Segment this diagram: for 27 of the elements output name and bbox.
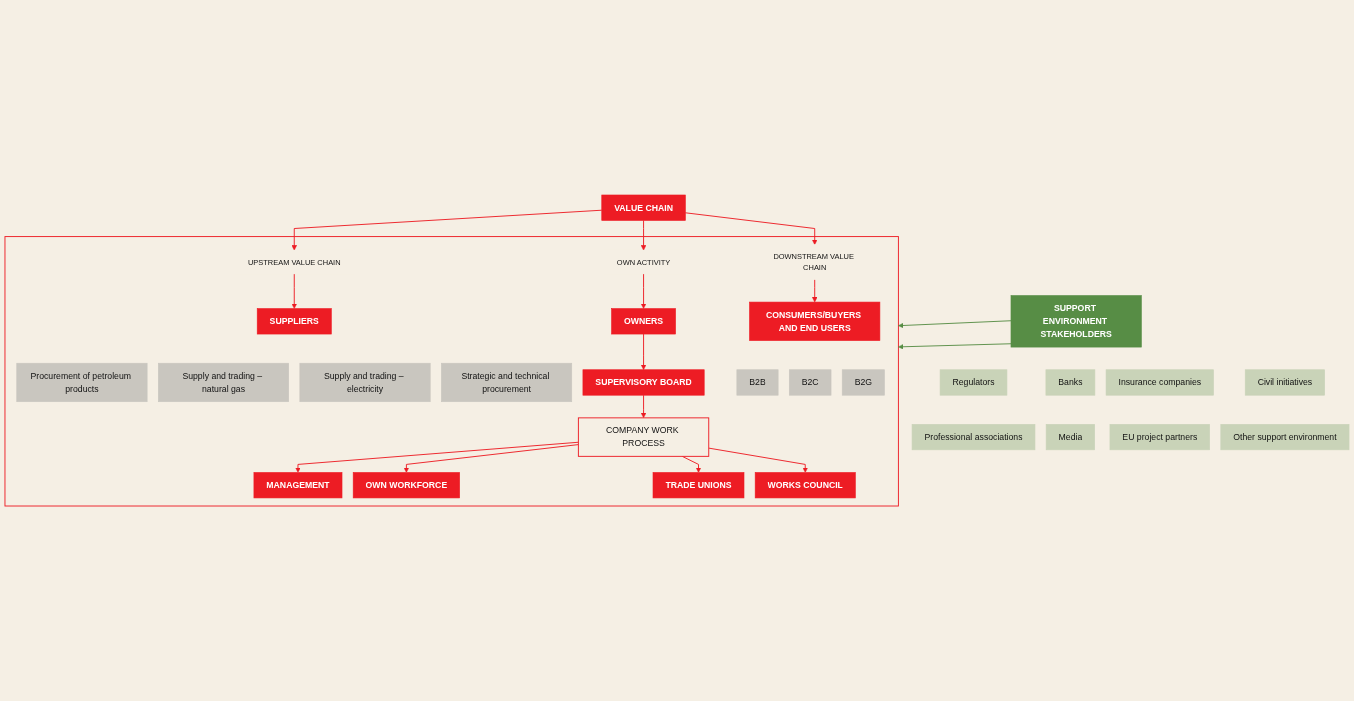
node-box: EU project partners bbox=[1109, 424, 1210, 451]
node-box: Civil initiatives bbox=[1244, 369, 1325, 396]
node-box: Supply and trading – natural gas bbox=[158, 362, 289, 403]
node-box: Procurement of petroleum products bbox=[16, 362, 148, 403]
node-box: VALUE CHAIN bbox=[601, 194, 686, 221]
node-box: SUPPORT ENVIRONMENT STAKEHOLDERS bbox=[1010, 295, 1142, 348]
node-box: Other support environment bbox=[1220, 424, 1350, 451]
node-box: Media bbox=[1045, 424, 1095, 451]
node-box: Professional associations bbox=[911, 424, 1036, 451]
node-box: Insurance companies bbox=[1105, 369, 1214, 396]
node-box: OWNERS bbox=[611, 308, 676, 335]
node-box: Supply and trading – electricity bbox=[299, 362, 431, 403]
node-box: SUPPLIERS bbox=[256, 308, 332, 335]
node-box: Regulators bbox=[939, 369, 1008, 396]
node-box: MANAGEMENT bbox=[253, 472, 343, 499]
node-box: OWN WORKFORCE bbox=[352, 472, 460, 499]
node-box: B2C bbox=[789, 369, 832, 396]
node-box: Strategic and technical procurement bbox=[441, 362, 573, 403]
node-box: B2G bbox=[841, 369, 885, 396]
cluster bbox=[4, 236, 899, 507]
node-box: CONSUMERS/BUYERS AND END USERS bbox=[749, 301, 881, 341]
node-box: COMPANY WORK PROCESS bbox=[577, 417, 710, 457]
node-box: Banks bbox=[1045, 369, 1096, 396]
node-box: WORKS COUNCIL bbox=[754, 472, 856, 499]
node-box: B2B bbox=[736, 369, 779, 396]
node-box: TRADE UNIONS bbox=[652, 472, 745, 499]
node-box: SUPERVISORY BOARD bbox=[582, 369, 705, 396]
